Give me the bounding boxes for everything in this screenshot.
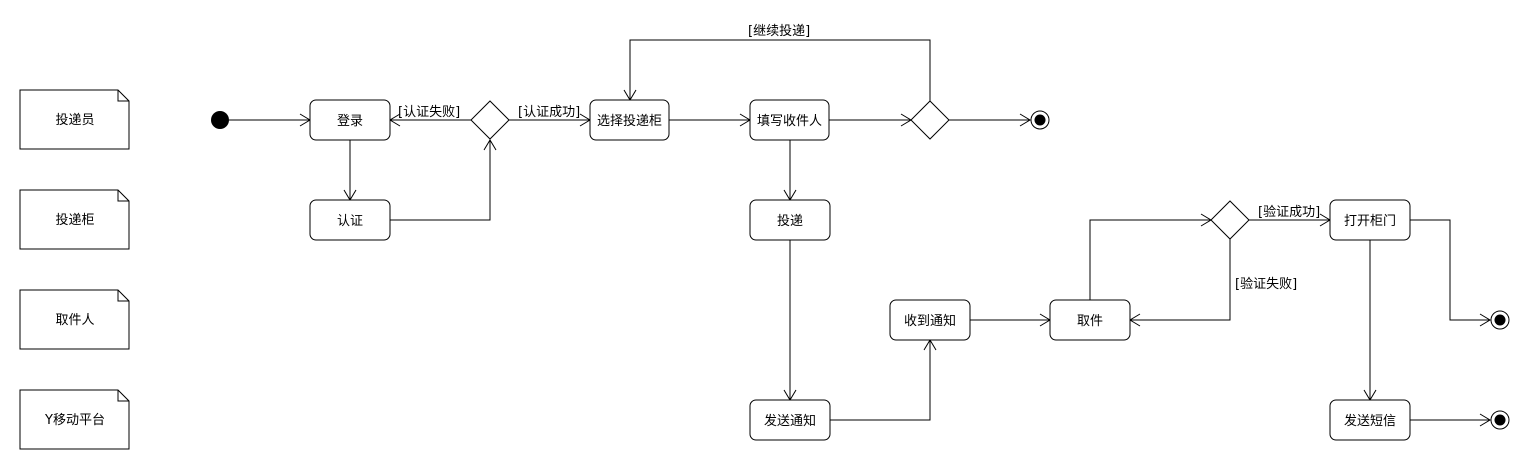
final-node-1 <box>1030 110 1050 130</box>
activity-deliver: 投递 <box>749 199 831 241</box>
final-node-3 <box>1490 410 1510 430</box>
initial-node <box>211 111 229 129</box>
activity-send-sms: 发送短信 <box>1329 399 1411 441</box>
activity-select-locker-label: 选择投递柜 <box>597 113 662 129</box>
activity-send-notice: 发送通知 <box>749 399 831 441</box>
activity-auth: 认证 <box>309 199 391 241</box>
edge-open-end <box>1410 219 1490 321</box>
edge-auth-decision <box>390 140 491 221</box>
note-platform: Y移动平台 <box>19 389 130 450</box>
final-node-2 <box>1490 310 1510 330</box>
note-courier: 投递员 <box>19 89 130 150</box>
note-courier-label: 投递员 <box>55 112 94 128</box>
activity-receive-notice: 收到通知 <box>889 299 971 341</box>
activity-login: 登录 <box>309 99 391 141</box>
guard-verify-success: [验证成功] <box>1258 204 1320 220</box>
note-locker-label: 投递柜 <box>55 212 94 228</box>
activity-auth-label: 认证 <box>337 214 363 229</box>
activity-login-label: 登录 <box>337 114 363 129</box>
edge-pickup-decision3 <box>1089 219 1211 300</box>
note-locker: 投递柜 <box>19 189 130 250</box>
activity-fill-recipient: 填写收件人 <box>749 99 830 141</box>
guard-auth-success: [认证成功] <box>518 105 580 120</box>
decision-continue <box>910 100 950 140</box>
activity-deliver-label: 投递 <box>777 213 803 229</box>
activity-fill-recipient-label: 填写收件人 <box>757 114 822 129</box>
note-recipient: 取件人 <box>19 289 130 350</box>
activity-send-sms-label: 发送短信 <box>1344 413 1396 429</box>
decision-verify <box>1210 200 1250 240</box>
guard-auth-fail: [认证失败] <box>398 105 460 120</box>
decision-auth <box>470 100 510 140</box>
activity-pickup-label: 取件 <box>1077 314 1103 329</box>
activity-open-door-label: 打开柜门 <box>1344 214 1396 229</box>
edge-notice-receive <box>830 340 931 421</box>
activity-open-door: 打开柜门 <box>1329 199 1411 241</box>
note-platform-label: Y移动平台 <box>44 413 105 428</box>
activity-pickup: 取件 <box>1049 299 1131 341</box>
edge-verify-fail <box>1130 239 1231 321</box>
note-recipient-label: 取件人 <box>55 313 94 328</box>
guard-continue-delivery: [继续投递] <box>748 23 810 39</box>
activity-send-notice-label: 发送通知 <box>764 413 816 429</box>
edge-continue-loop <box>629 39 931 101</box>
guard-verify-fail: [验证失败] <box>1235 276 1297 292</box>
activity-receive-notice-label: 收到通知 <box>904 313 956 329</box>
activity-select-locker: 选择投递柜 <box>589 99 670 141</box>
